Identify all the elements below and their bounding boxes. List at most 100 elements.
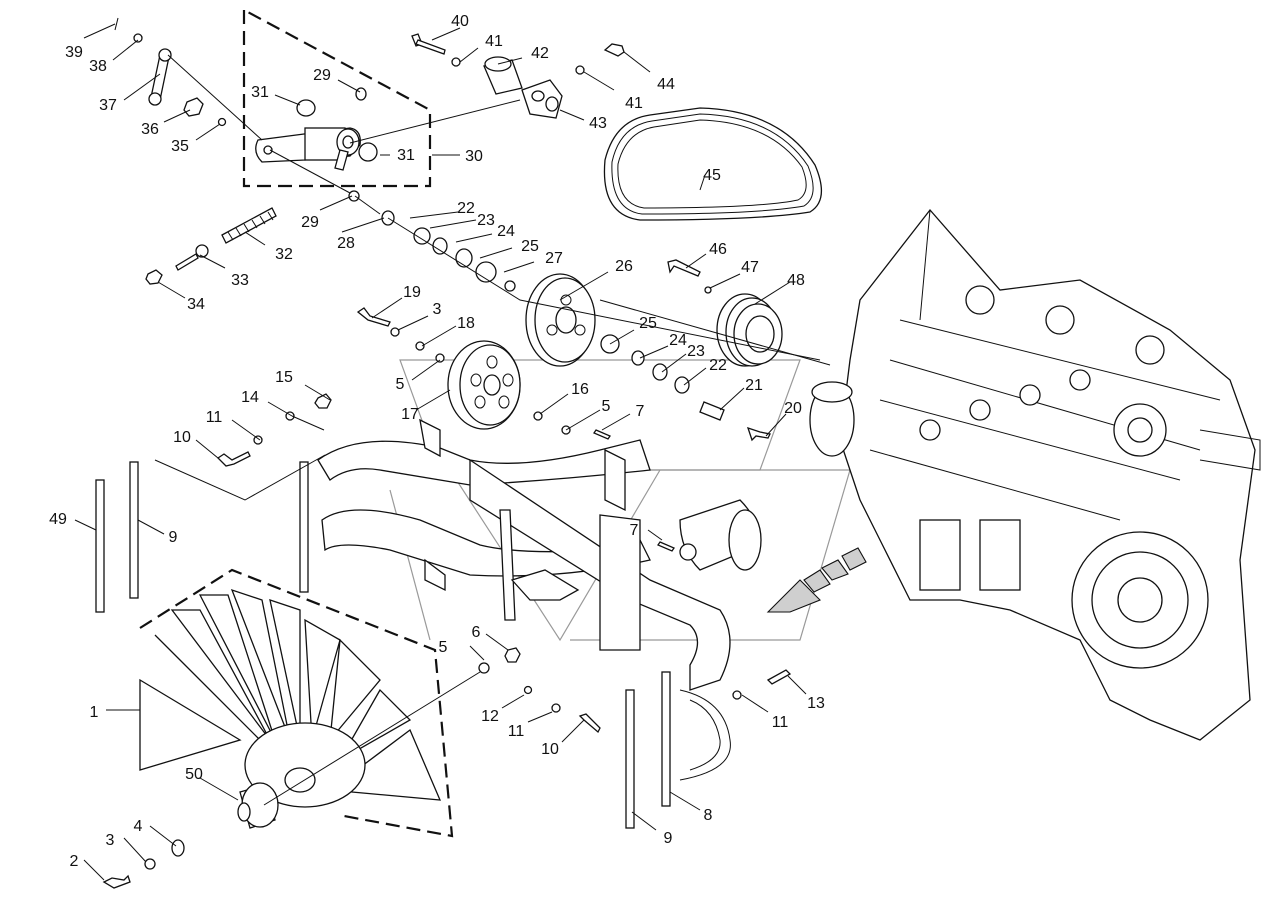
- callout-32: 32: [275, 246, 293, 263]
- callout-29: 29: [301, 214, 319, 231]
- bolt-10-lower: [578, 713, 601, 734]
- callout-29: 29: [313, 67, 331, 84]
- tensioner-bracket-30: [255, 127, 361, 171]
- strip-49: [95, 479, 105, 613]
- callout-27: 27: [545, 250, 563, 267]
- callout-42: 42: [531, 45, 549, 62]
- pulley-26: [525, 273, 596, 367]
- callout-9: 9: [169, 529, 178, 546]
- callout-37: 37: [99, 97, 117, 114]
- callout-11: 11: [508, 723, 525, 740]
- washer-5-upper: [435, 353, 445, 363]
- assembly-box-dashed: [242, 9, 432, 188]
- callout-24: 24: [497, 223, 515, 240]
- fan-1: [139, 568, 454, 838]
- sleeve-42: [483, 56, 523, 95]
- bolt-46: [667, 259, 701, 277]
- callout-41: 41: [625, 95, 643, 112]
- callout-23: 23: [477, 212, 495, 229]
- bushing-31-a: [296, 99, 316, 117]
- callout-4: 4: [134, 818, 143, 835]
- ring-22-b: [674, 376, 690, 394]
- callout-9: 9: [664, 830, 673, 847]
- callout-3: 3: [433, 301, 442, 318]
- callout-28: 28: [337, 235, 355, 252]
- pin-7-lower: [657, 541, 675, 552]
- washer-41-b: [575, 65, 585, 75]
- callout-31: 31: [251, 84, 269, 101]
- drive-belt-45: [603, 107, 822, 221]
- engine-accessory: [809, 381, 855, 457]
- callout-48: 48: [787, 272, 805, 289]
- hub-50: [237, 782, 279, 829]
- nut-6: [504, 647, 521, 663]
- callout-36: 36: [141, 121, 159, 138]
- bolt-10-left: [216, 451, 251, 467]
- callout-20: 20: [784, 400, 802, 417]
- callout-33: 33: [231, 272, 249, 289]
- strip-8: [661, 671, 671, 807]
- callout-11: 11: [206, 409, 223, 426]
- callout-17: 17: [401, 406, 419, 423]
- frame-bar: [679, 689, 731, 781]
- washer-38: [133, 33, 143, 43]
- washer-3-upper: [390, 327, 400, 337]
- callout-30: 30: [465, 148, 483, 165]
- washer-11-right: [732, 690, 742, 700]
- nut-34: [145, 269, 163, 285]
- washer-35: [217, 117, 227, 127]
- callout-14: 14: [241, 389, 259, 406]
- washer-18: [415, 341, 425, 351]
- nut-36: [183, 97, 204, 117]
- bolt-20: [746, 426, 771, 442]
- shim-plate-d: [841, 547, 867, 571]
- callout-43: 43: [589, 115, 607, 132]
- ring-22-a: [413, 227, 431, 245]
- ring-27: [504, 280, 516, 292]
- callout-47: 47: [741, 259, 759, 276]
- callout-5: 5: [396, 376, 405, 393]
- callout-2: 2: [70, 853, 79, 870]
- callout-15: 15: [275, 369, 293, 386]
- callout-34: 34: [187, 296, 205, 313]
- bolt-13: [766, 669, 792, 685]
- washer-4: [171, 839, 185, 857]
- callout-12: 12: [481, 708, 499, 725]
- callout-45: 45: [703, 167, 721, 184]
- callout-40: 40: [451, 13, 469, 30]
- callout-13: 13: [807, 695, 825, 712]
- spring-32: [221, 207, 277, 244]
- callout-41: 41: [485, 33, 503, 50]
- callout-38: 38: [89, 58, 107, 75]
- spacer-21: [699, 401, 725, 421]
- ring-24-a: [455, 248, 473, 268]
- callout-26: 26: [615, 258, 633, 275]
- pulley-17: [447, 340, 521, 430]
- callout-16: 16: [571, 381, 589, 398]
- callout-3: 3: [106, 832, 115, 849]
- callout-5: 5: [602, 398, 611, 415]
- callout-21: 21: [745, 377, 763, 394]
- callout-6: 6: [472, 624, 481, 641]
- washer-11-left: [253, 435, 263, 445]
- strip-9-right: [625, 689, 635, 829]
- ring-23-b: [652, 363, 668, 381]
- shim-plate-c: [821, 559, 849, 581]
- callout-35: 35: [171, 138, 189, 155]
- callout-7: 7: [630, 522, 639, 539]
- link-arm-37: [148, 48, 172, 106]
- pin-39: [114, 17, 119, 31]
- callout-8: 8: [704, 807, 713, 824]
- callout-5: 5: [439, 639, 448, 656]
- bearing-25-a: [475, 261, 497, 283]
- callout-25: 25: [521, 238, 539, 255]
- motor-housing: [679, 499, 762, 571]
- callout-25: 25: [639, 315, 657, 332]
- callout-22: 22: [457, 200, 475, 217]
- strip-9-left: [129, 461, 139, 599]
- callout-labels: 1 2 3 3 4 5 5 5 6 7 7 8 9 9 10 10 11 11 …: [49, 13, 825, 870]
- washer-29-b: [348, 190, 360, 202]
- callout-1: 1: [90, 704, 99, 721]
- strip-shroud-left: [299, 461, 309, 593]
- shim-plate-a: [766, 579, 821, 613]
